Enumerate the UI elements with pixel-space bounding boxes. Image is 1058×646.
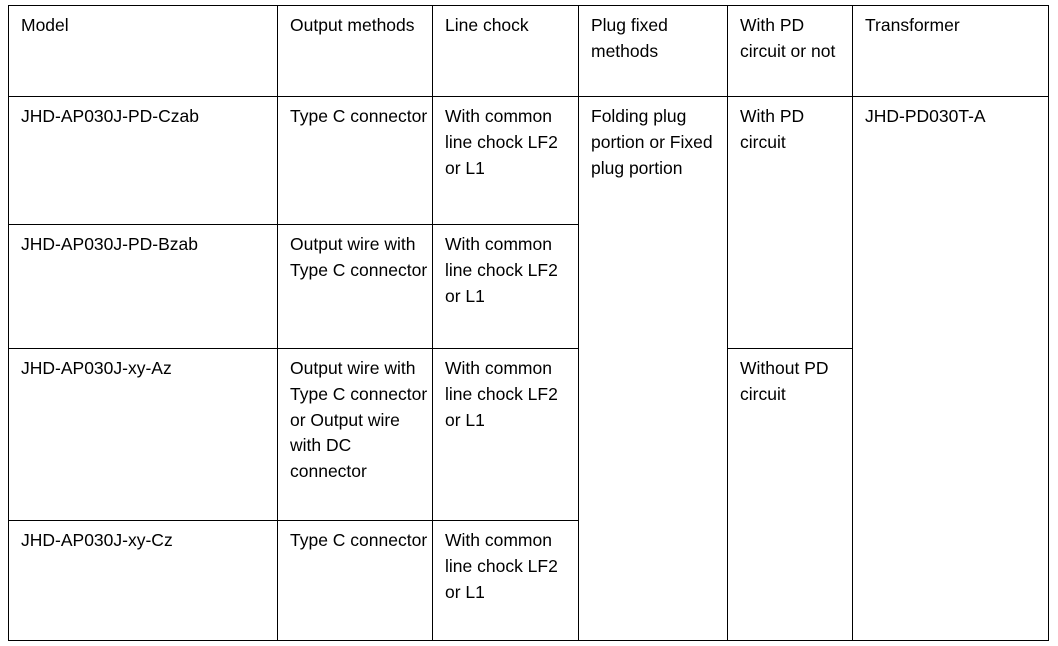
cell-pd: With PD circuit <box>727 96 853 349</box>
cell-model: JHD-AP030J-PD-Czab <box>8 96 278 225</box>
cell-output: Output wire with Type C connector <box>277 224 433 349</box>
column-header-output: Output methods <box>277 5 433 97</box>
cell-model: JHD-AP030J-xy-Az <box>8 348 278 521</box>
table-header-row: Model Output methods Line chock Plug fix… <box>8 5 1049 97</box>
table-row: JHD-AP030J-PD-Czab Type C connector With… <box>8 96 1049 641</box>
cell-model: JHD-AP030J-xy-Cz <box>8 520 278 641</box>
cell-output: Type C connector <box>277 520 433 641</box>
column-header-model: Model <box>8 5 278 97</box>
specification-table: Model Output methods Line chock Plug fix… <box>8 5 1049 641</box>
cell-output: Output wire with Type C connector or Out… <box>277 348 433 521</box>
cell-transformer: JHD-PD030T-A <box>852 96 1049 641</box>
cell-chock: With common line chock LF2 or L1 <box>432 348 579 521</box>
column-header-pd: With PD circuit or not <box>727 5 853 97</box>
cell-chock: With common line chock LF2 or L1 <box>432 96 579 225</box>
cell-output: Type C connector <box>277 96 433 225</box>
table-row: JHD-AP030J-xy-Cz Type C connector With c… <box>8 520 1049 641</box>
column-header-chock: Line chock <box>432 5 579 97</box>
cell-model: JHD-AP030J-PD-Bzab <box>8 224 278 349</box>
column-header-transformer: Transformer <box>852 5 1049 97</box>
cell-chock: With common line chock LF2 or L1 <box>432 520 579 641</box>
table-row: JHD-AP030J-xy-Az Output wire with Type C… <box>8 348 1049 641</box>
column-header-plug: Plug fixed methods <box>578 5 728 97</box>
cell-plug: Folding plug portion or Fixed plug porti… <box>578 96 728 641</box>
table-row: JHD-AP030J-PD-Bzab Output wire with Type… <box>8 224 1049 349</box>
cell-pd: Without PD circuit <box>727 348 853 641</box>
cell-chock: With common line chock LF2 or L1 <box>432 224 579 349</box>
